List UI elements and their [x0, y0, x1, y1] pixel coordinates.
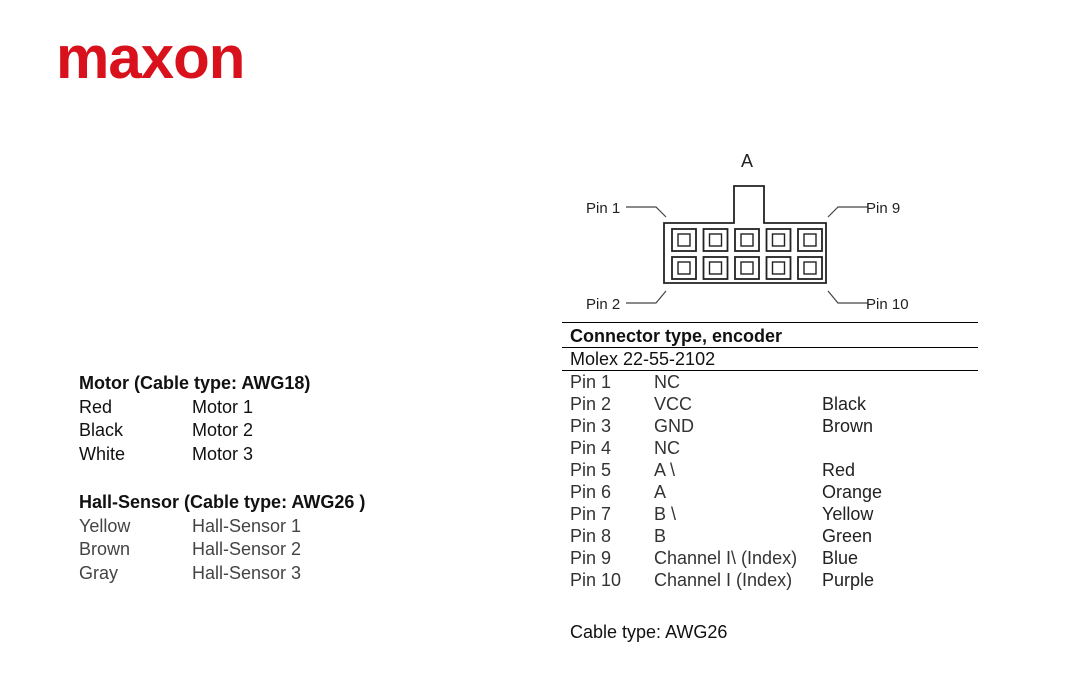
hall-title: Hall-Sensor: [79, 492, 180, 512]
pin-row: Pin 7 B \ Yellow: [562, 503, 978, 525]
hall-cable-type: (Cable type: AWG26 ): [184, 492, 366, 512]
hall-row: Yellow Hall-Sensor 1: [79, 515, 365, 539]
pin-number: Pin 3: [570, 416, 612, 436]
motor-row: Black Motor 2: [79, 419, 310, 443]
hall-header: Hall-Sensor (Cable type: AWG26 ): [79, 491, 365, 515]
pin-signal: VCC: [654, 394, 693, 414]
pin-row: Pin 1 NC: [562, 371, 978, 393]
wire-color: Gray: [79, 562, 119, 583]
pin-wire-color: Black: [822, 394, 867, 414]
label-pin10: Pin 10: [866, 296, 909, 313]
motor-section: Motor (Cable type: AWG18) Red Motor 1 Bla…: [79, 372, 310, 466]
leader-pin9: [827, 206, 868, 218]
pin-cell: [765, 256, 792, 280]
leader-pin1: [626, 206, 667, 218]
wire-function: Hall-Sensor 3: [192, 562, 302, 583]
pin-signal: NC: [654, 438, 680, 458]
wire-function: Hall-Sensor 1: [192, 515, 302, 536]
pin-wire-color: Blue: [822, 548, 859, 568]
pin-wire-color: Brown: [822, 416, 874, 436]
pin-number: Pin 10: [570, 570, 622, 590]
pin-signal: B: [654, 526, 667, 546]
pin-row: Pin 6 A Orange: [562, 481, 978, 503]
motor-header: Motor (Cable type: AWG18): [79, 372, 310, 396]
pin-signal: Channel I (Index): [654, 570, 793, 590]
encoder-connector-table: Connector type, encoder Molex 22-55-2102…: [562, 322, 978, 591]
pin-wire-color: Orange: [822, 482, 883, 502]
pin-number: Pin 6: [570, 482, 612, 502]
pin-wire-color: Yellow: [822, 504, 874, 524]
pin-row: Pin 10 Channel I (Index) Purple: [562, 569, 978, 591]
pin-cell: [797, 256, 823, 280]
pin-number: Pin 1: [570, 372, 612, 392]
pin-signal: GND: [654, 416, 694, 436]
diagram-label-a: A: [741, 151, 753, 171]
pin-signal: NC: [654, 372, 680, 392]
label-pin9: Pin 9: [866, 200, 900, 217]
pin-row: Pin 2 VCC Black: [562, 393, 978, 415]
motor-row: Red Motor 1: [79, 396, 310, 420]
pin-number: Pin 4: [570, 438, 612, 458]
pin-cells: [671, 228, 823, 280]
wire-color: White: [79, 443, 126, 464]
wire-color: Brown: [79, 539, 131, 559]
motor-cable-type: (Cable type: AWG18): [134, 373, 311, 393]
pin-number: Pin 9: [570, 548, 612, 568]
pin-wire-color: Red: [822, 460, 856, 480]
motor-row: White Motor 3: [79, 443, 310, 467]
pin-signal: B \: [654, 504, 677, 524]
leader-pin2: [626, 290, 667, 304]
pin-number: Pin 2: [570, 394, 612, 414]
pin-wire-color: Purple: [822, 570, 875, 590]
wire-function: Motor 1: [192, 396, 254, 417]
pin-cell: [671, 228, 697, 252]
pin-cell: [702, 256, 729, 280]
pin-number: Pin 5: [570, 460, 612, 480]
hall-row: Brown Hall-Sensor 2: [79, 538, 365, 562]
leader-pin10: [827, 290, 868, 304]
pin-cell: [702, 228, 729, 252]
pin-row: Pin 4 NC: [562, 437, 978, 459]
pin-cell: [765, 228, 792, 252]
label-pin2: Pin 2: [586, 296, 620, 313]
encoder-part-number: Molex 22-55-2102: [562, 348, 978, 371]
pin-cell: [797, 228, 823, 252]
label-pin1: Pin 1: [586, 200, 620, 217]
pin-signal: A \: [654, 460, 676, 480]
pin-row: Pin 3 GND Brown: [562, 415, 978, 437]
pin-cell: [734, 228, 760, 252]
pin-signal: Channel I\ (Index): [654, 548, 798, 568]
pin-cell: [671, 256, 697, 280]
wire-color: Black: [79, 420, 124, 440]
pin-signal: A: [654, 482, 667, 502]
maxon-logo: maxon: [56, 24, 245, 91]
motor-title: Motor: [79, 373, 129, 393]
pin-number: Pin 8: [570, 526, 612, 546]
pin-number: Pin 7: [570, 504, 612, 524]
wire-color: Yellow: [79, 515, 131, 536]
wire-function: Motor 3: [192, 443, 254, 464]
encoder-table-title: Connector type, encoder: [562, 322, 978, 348]
pin-row: Pin 5 A \ Red: [562, 459, 978, 481]
pin-cell: [734, 256, 760, 280]
hall-row: Gray Hall-Sensor 3: [79, 562, 365, 586]
wire-function: Hall-Sensor 2: [192, 539, 302, 559]
pin-wire-color: Green: [822, 526, 873, 546]
connector-housing: [663, 185, 827, 284]
wire-function: Motor 2: [192, 420, 254, 440]
encoder-cable-note: Cable type: AWG26: [570, 622, 728, 642]
pin-row: Pin 9 Channel I\ (Index) Blue: [562, 547, 978, 569]
pin-row: Pin 8 B Green: [562, 525, 978, 547]
connector-diagram: A Pin 1 Pin 2 Pin 9 Pin 10: [586, 151, 909, 313]
wire-color: Red: [79, 396, 113, 417]
